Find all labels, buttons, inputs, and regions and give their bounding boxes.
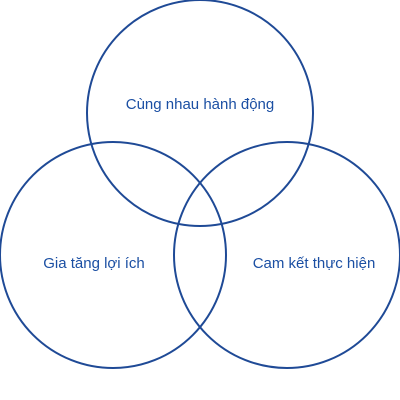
label-right: Cam kết thực hiện xyxy=(253,255,376,272)
label-top: Cùng nhau hành động xyxy=(126,96,274,113)
circle-top xyxy=(86,0,314,227)
circle-left xyxy=(0,141,227,369)
label-left: Gia tăng lợi ích xyxy=(43,255,145,272)
circle-right xyxy=(173,141,400,369)
